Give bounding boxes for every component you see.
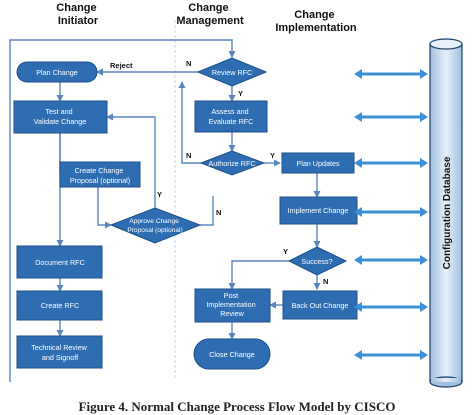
node-close-change[interactable]: Close Change xyxy=(193,338,271,370)
svg-text:Close Change: Close Change xyxy=(209,350,255,359)
lane-header-implementation: Change Implementation xyxy=(275,9,357,34)
svg-text:Create RFC: Create RFC xyxy=(41,301,79,310)
node-plan-change[interactable]: Plan Change xyxy=(16,61,98,83)
svg-text:Approve Change Proposal: Approve Change Proposal (optional) xyxy=(127,218,182,234)
svg-text:Create Change Proposal (: Create Change Proposal (optional) xyxy=(70,166,130,185)
configuration-database[interactable]: Configuration Database xyxy=(429,38,463,388)
label-n-success: N xyxy=(323,277,328,286)
lane-header-management: Change Management xyxy=(176,2,244,27)
node-document-rfc[interactable]: Document RFC xyxy=(16,245,103,279)
svg-text:Authorize RFC: Authorize RFC xyxy=(208,159,255,168)
node-success[interactable]: Success? xyxy=(287,246,348,276)
node-create-change-proposal[interactable]: Create Change Proposal (optional) xyxy=(59,161,141,188)
node-test-validate-change[interactable]: Test and Validate Change xyxy=(13,100,108,134)
label-y-success: Y xyxy=(283,247,288,256)
node-approve-change-proposal[interactable]: Approve Change Proposal (optional) xyxy=(109,207,202,244)
label-y-review: Y xyxy=(238,89,243,98)
database-sync-arrows xyxy=(354,69,428,360)
label-n-authorize: N xyxy=(186,151,191,160)
node-implement-change[interactable]: Implement Change xyxy=(279,196,358,225)
label-n-approve: N xyxy=(216,208,221,217)
svg-text:Implement Change: Implement Change xyxy=(288,206,349,215)
label-y-approve: Y xyxy=(157,190,162,199)
node-back-out-change[interactable]: Back Out Change xyxy=(282,290,358,320)
node-authorize-rfc[interactable]: Authorize RFC xyxy=(199,150,266,176)
label-n-review: N xyxy=(186,59,191,68)
svg-text:Post Implementation: Post Implementation Review xyxy=(206,291,257,318)
node-plan-updates[interactable]: Plan Updates xyxy=(281,152,355,174)
svg-text:Success?: Success? xyxy=(301,257,332,266)
node-post-implementation-review[interactable]: Post Implementation Review xyxy=(194,288,271,323)
label-reject: Reject xyxy=(110,61,133,70)
lane-header-initiator: Change Initiator xyxy=(56,2,99,27)
svg-text:Assess and Evaluate RFC: Assess and Evaluate RFC xyxy=(209,107,254,126)
label-y-authorize: Y xyxy=(270,151,275,160)
database-label: Configuration Database xyxy=(442,156,453,269)
node-review-rfc[interactable]: Review RFC xyxy=(196,57,268,87)
svg-text:Back Out Change: Back Out Change xyxy=(292,301,349,310)
svg-text:Technical Review and Sig: Technical Review and Signoff xyxy=(31,343,89,362)
svg-text:Review RFC: Review RFC xyxy=(212,68,252,77)
svg-text:Plan Change: Plan Change xyxy=(36,68,78,77)
node-create-rfc[interactable]: Create RFC xyxy=(16,290,103,321)
svg-text:Document RFC: Document RFC xyxy=(35,258,85,267)
svg-text:Test and Validate Change: Test and Validate Change xyxy=(34,107,87,126)
node-assess-evaluate-rfc[interactable]: Assess and Evaluate RFC xyxy=(194,100,268,133)
figure-caption: Figure 4. Normal Change Process Flow Mod… xyxy=(78,399,396,414)
node-technical-review-signoff[interactable]: Technical Review and Signoff xyxy=(16,335,103,369)
svg-text:Plan Updates: Plan Updates xyxy=(296,159,340,168)
